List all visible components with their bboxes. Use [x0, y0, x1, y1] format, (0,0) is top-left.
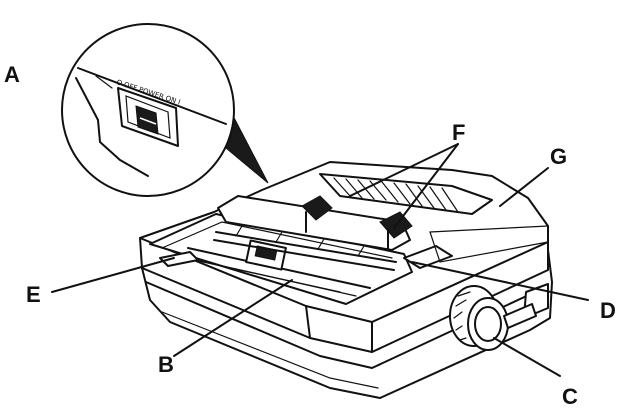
leader-c	[493, 337, 561, 377]
platen-knob-cap	[474, 306, 502, 342]
label-g: G	[550, 144, 567, 169]
paper-guide-left	[301, 195, 333, 221]
leader-lines	[51, 143, 589, 377]
panel-slope	[429, 231, 549, 263]
rear-cover-ribs	[333, 177, 459, 213]
leader-f-1	[349, 143, 459, 197]
platen-knob-grip	[453, 291, 471, 341]
left-slot	[159, 251, 199, 267]
platen-roller-bottom	[213, 239, 395, 271]
leader-g	[499, 167, 549, 207]
label-d: D	[600, 298, 616, 323]
leader-d	[411, 261, 589, 301]
printer-body	[139, 161, 553, 399]
label-b: B	[158, 352, 174, 377]
leader-b	[173, 279, 293, 357]
base-bottom-line	[161, 311, 379, 389]
front-bevel	[139, 237, 549, 323]
power-switch-inset: O OFF POWER ON I	[61, 23, 269, 197]
switch-bezel	[125, 95, 171, 139]
leader-f-2	[393, 143, 459, 229]
label-f: F	[452, 120, 465, 145]
cavity-inner-edge	[161, 221, 393, 259]
inset-panel-line	[95, 75, 113, 89]
switch-rocker-highlight	[139, 117, 157, 125]
leader-e	[51, 257, 175, 293]
release-lever	[503, 303, 537, 329]
print-head-rail-lower	[195, 259, 357, 297]
label-a: A	[4, 62, 20, 87]
paper-guide-posts	[305, 211, 389, 251]
platen-ticks	[235, 225, 365, 257]
front-corner	[305, 305, 311, 339]
platen-roller-top	[215, 231, 397, 263]
rear-paper-cover	[319, 173, 493, 215]
control-panel-edge	[429, 225, 549, 233]
label-e: E	[26, 282, 41, 307]
label-c: C	[562, 384, 578, 409]
paper-guide-frame	[217, 195, 411, 251]
inset-top-edge	[77, 67, 227, 125]
inset-side-edge	[75, 77, 149, 177]
